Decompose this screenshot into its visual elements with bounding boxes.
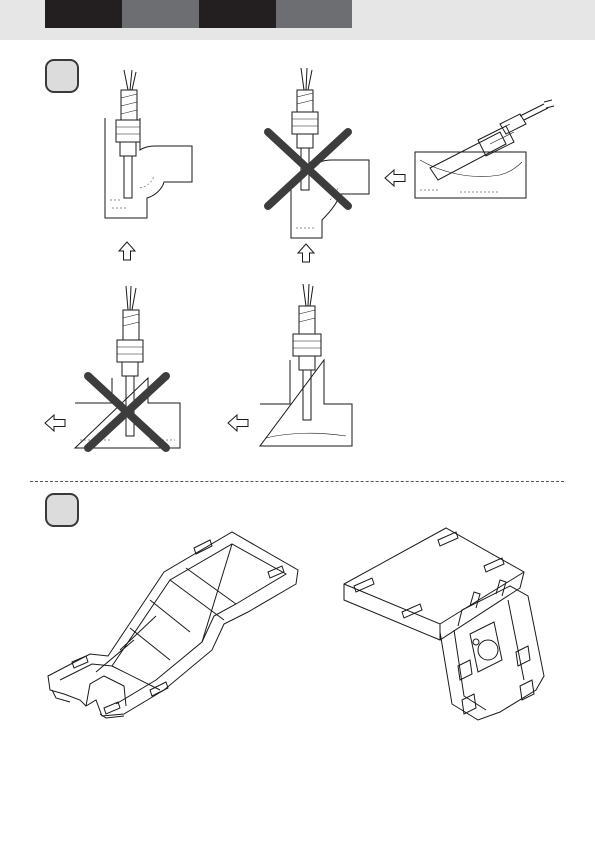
tee-correct-illustration [228,284,352,446]
elbow-incorrect-illustration [268,68,369,262]
angled-pipe-correct-illustration [385,100,554,198]
mounting-frame-illustration [48,532,298,718]
mounting-bracket-illustration [344,528,544,720]
elbow-correct-illustration [105,70,192,260]
tee-incorrect-illustration [45,286,180,448]
